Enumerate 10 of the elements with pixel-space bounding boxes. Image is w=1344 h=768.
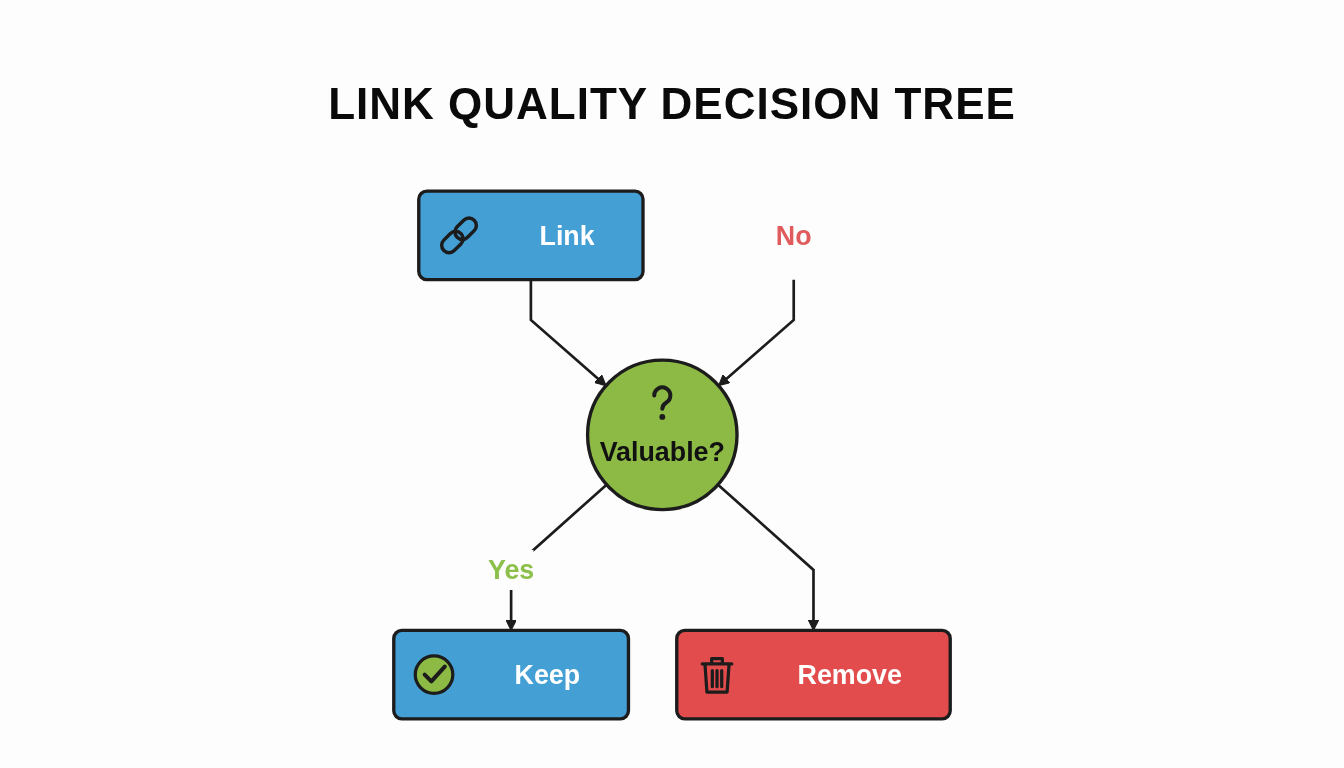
node-label: Valuable? [599, 435, 725, 469]
node-label: Keep [514, 658, 581, 692]
edge-label: Yes [488, 549, 535, 591]
arrow [529, 279, 607, 387]
branch-label: No [775, 219, 812, 253]
node-label: Link [539, 219, 595, 253]
title: LINK QUALITY DECISION TREE [328, 80, 1016, 129]
arrow [717, 483, 820, 631]
arrow [718, 279, 796, 387]
node-label: Remove [797, 658, 902, 692]
